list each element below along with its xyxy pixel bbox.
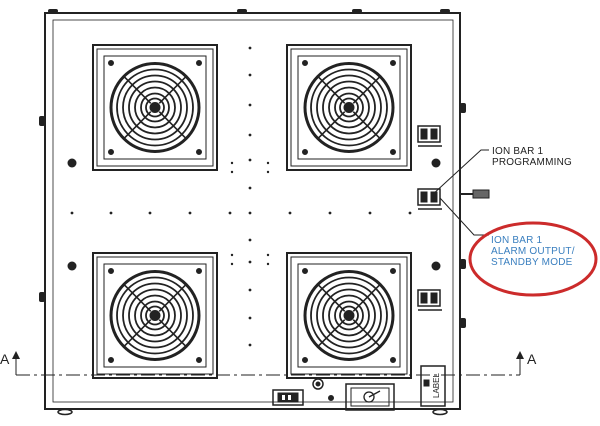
fan-units xyxy=(92,44,412,379)
section-line xyxy=(12,351,524,376)
fastener-dots xyxy=(70,46,412,347)
fan-screw xyxy=(196,268,202,274)
fan-screw xyxy=(302,268,308,274)
label-plate-text: LABEL xyxy=(432,373,441,398)
side-tabs xyxy=(39,103,466,328)
fan-screw xyxy=(302,149,308,155)
section-marker-left: A xyxy=(0,351,10,367)
fan-screw xyxy=(108,268,114,274)
fan-unit xyxy=(286,252,412,379)
callout-alarm-line1: ION BAR 1 xyxy=(491,235,543,246)
fan-screw xyxy=(108,60,114,66)
bottom-feet xyxy=(57,408,448,416)
label-plate: LABEL xyxy=(420,365,446,407)
callout-alarm-line2: ALARM OUTPUT/ xyxy=(491,246,575,257)
callout-programming-line1: ION BAR 1 xyxy=(492,146,544,157)
connector-upper xyxy=(417,125,442,147)
fan-unit xyxy=(286,44,412,171)
connector-alarm xyxy=(417,289,442,311)
fan-grill xyxy=(109,62,201,153)
fan-grill xyxy=(109,270,201,361)
connector-programming xyxy=(417,188,442,210)
power-inlet xyxy=(272,378,334,406)
fan-screw xyxy=(196,149,202,155)
fan-screw xyxy=(390,357,396,363)
fan-screw xyxy=(390,149,396,155)
mounting-holes xyxy=(67,158,441,271)
callout-programming-line2: PROGRAMMING xyxy=(492,157,572,168)
callout-programming: ION BAR 1 PROGRAMMING xyxy=(492,146,572,168)
fan-grill xyxy=(303,270,395,361)
side-knob xyxy=(460,189,490,199)
enclosure-panel xyxy=(44,12,461,410)
switch-box xyxy=(345,383,395,411)
ion-bar-connectors xyxy=(417,125,442,311)
fan-unit xyxy=(92,252,218,379)
highlight-ellipse xyxy=(468,221,598,297)
section-marker-right: A xyxy=(527,351,537,367)
fan-screw xyxy=(108,357,114,363)
fan-unit xyxy=(92,44,218,171)
fan-screw xyxy=(108,149,114,155)
fan-screw xyxy=(196,60,202,66)
callout-alarm-line3: STANDBY MODE xyxy=(491,257,573,268)
fan-screw xyxy=(390,268,396,274)
callout-alarm: ION BAR 1 ALARM OUTPUT/ STANDBY MODE xyxy=(491,235,575,268)
fan-screw xyxy=(302,60,308,66)
fan-screw xyxy=(390,60,396,66)
fan-screw xyxy=(196,357,202,363)
fan-screw xyxy=(302,357,308,363)
fan-grill xyxy=(303,62,395,153)
